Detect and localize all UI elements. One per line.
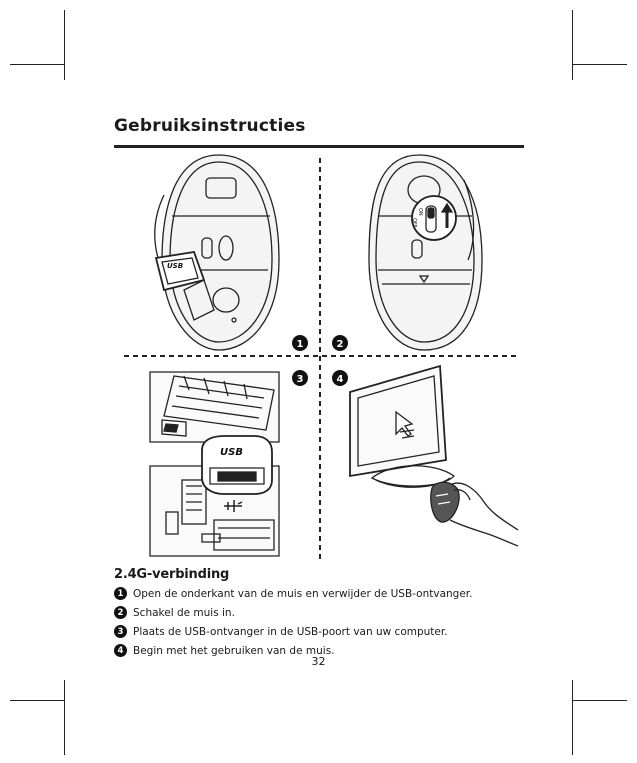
crop-mark-tl-h: [10, 64, 65, 65]
list-item: 2 Schakel de muis in.: [114, 603, 472, 622]
panel-number-3: 3: [292, 370, 308, 386]
step-text: Schakel de muis in.: [133, 607, 235, 619]
crop-mark-tl-v: [64, 10, 65, 80]
section-title: 2.4G-verbinding: [114, 567, 229, 582]
usb-label-bottom: USB: [220, 447, 243, 458]
step-number: 3: [114, 625, 127, 638]
list-item: 3 Plaats de USB-ontvanger in de USB-poor…: [114, 622, 472, 641]
mouse-bottom-2: [369, 155, 482, 350]
switch-on-label: ON: [417, 208, 423, 216]
step-number: 2: [114, 606, 127, 619]
step-text: Open de onderkant van de muis en verwijd…: [133, 588, 472, 600]
crop-mark-br-v: [572, 680, 573, 755]
svg-text:4: 4: [337, 374, 344, 385]
svg-text:1: 1: [297, 339, 304, 350]
step-text: Plaats de USB-ontvanger in de USB-poort …: [133, 626, 448, 638]
list-item: 1 Open de onderkant van de muis en verwi…: [114, 584, 472, 603]
crop-mark-bl-v: [64, 680, 65, 755]
svg-text:3: 3: [297, 374, 304, 385]
switch-off-label: OFF: [411, 218, 417, 228]
crop-mark-tr-v: [572, 10, 573, 80]
crop-mark-tr-h: [572, 64, 627, 65]
monitor: [350, 366, 454, 487]
crop-mark-bl-h: [10, 700, 65, 701]
crop-mark-br-h: [572, 700, 627, 701]
mouse-bottom-1: [155, 155, 279, 350]
page-title: Gebruiksinstructies: [114, 116, 306, 136]
step-list: 1 Open de onderkant van de muis en verwi…: [114, 584, 472, 660]
step-number: 1: [114, 587, 127, 600]
title-rule: [114, 145, 524, 148]
power-switch-callout: [412, 196, 456, 240]
panel-number-4: 4: [332, 370, 348, 386]
hand-with-mouse: [431, 482, 518, 546]
instruction-illustration: USB USB ON OFF 1 2 3 4: [114, 150, 524, 562]
panel-number-1: 1: [292, 335, 308, 351]
panel-number-2: 2: [332, 335, 348, 351]
page-number: 32: [0, 655, 637, 668]
laptop: [150, 372, 279, 442]
svg-text:2: 2: [337, 339, 344, 350]
usb-label-top: USB: [167, 262, 183, 270]
